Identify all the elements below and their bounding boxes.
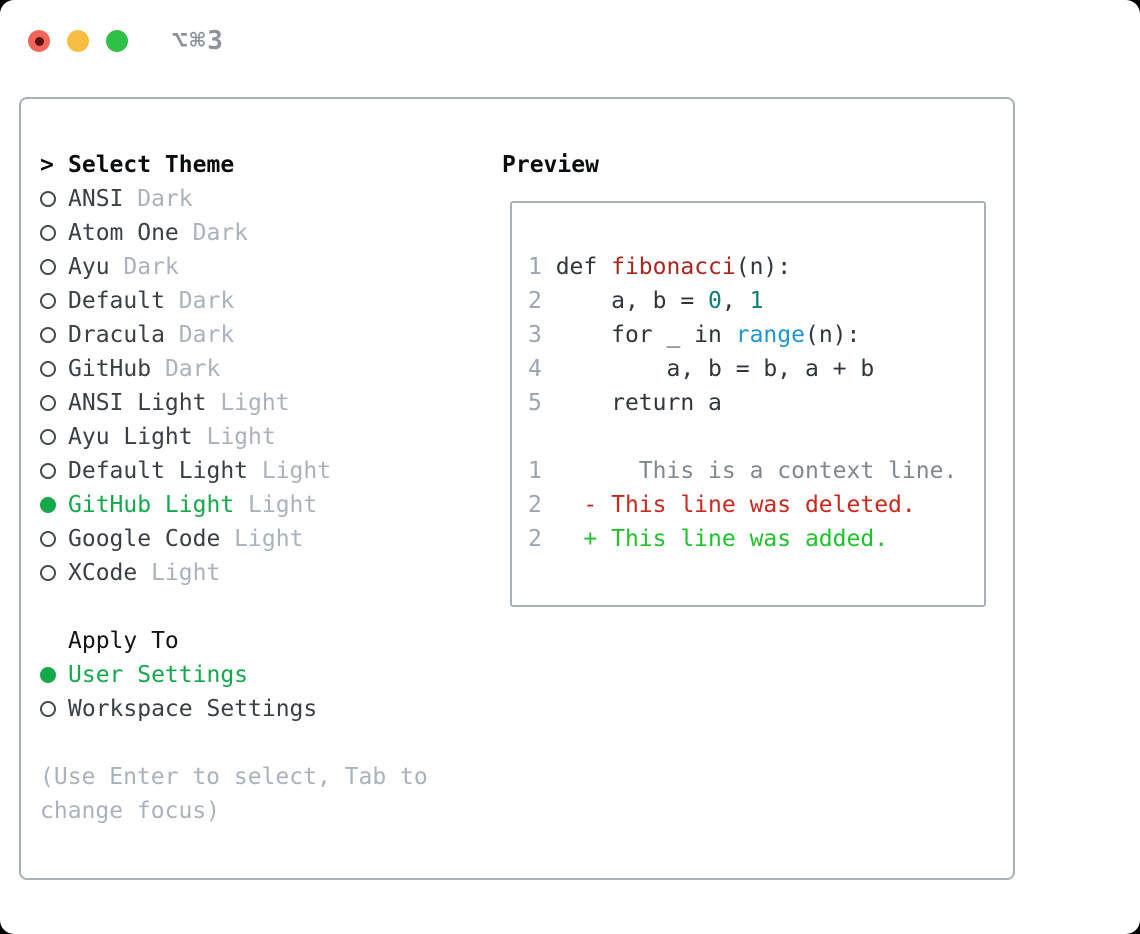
theme-option-label: XCode [68,560,138,586]
theme-option-default-light[interactable]: Default Light Light [40,454,500,488]
spacer [40,590,500,624]
radio-selected-icon [40,488,68,522]
theme-variant-label: Light [137,560,221,586]
theme-option-default[interactable]: Default Dark [40,284,500,318]
close-button-icon[interactable] [28,30,50,52]
preview-line: 3 for _ in range(n): [528,322,861,348]
theme-option-label: Default [68,288,165,314]
theme-variant-label: Light [248,458,332,484]
preview-column: Preview 1 def fibonacci(n): 2 a, b = 0, 1… [502,148,986,607]
theme-variant-label: Dark [164,322,235,348]
theme-option-label: Ayu Light [68,424,193,450]
theme-option-google-code[interactable]: Google Code Light [40,522,500,556]
theme-variant-label: Light [206,390,290,416]
apply-option-label: Workspace Settings [68,696,318,722]
theme-variant-label: Light [220,526,304,552]
cursor-caret-icon: > [40,152,54,178]
zoom-button-icon[interactable] [106,30,128,52]
keyboard-shortcut-label: ⌥⌘3 [172,26,225,56]
preview-title: Preview [502,152,599,178]
keyboard-hint-text: (Use Enter to select, Tab to change focu… [40,764,428,824]
theme-variant-label: Dark [123,186,193,212]
preview-line: 4 a, b = b, a + b [528,356,875,382]
preview-line: 1 def fibonacci(n): [528,254,792,280]
theme-option-github[interactable]: GitHub Dark [40,352,500,386]
theme-preview-box: 1 def fibonacci(n): 2 a, b = 0, 1 3 for _ … [510,201,986,607]
select-theme-header: > Select Theme [40,148,500,182]
theme-variant-label: Dark [109,254,179,280]
theme-variant-label: Light [192,424,276,450]
window-titlebar: ⌥⌘3 [28,26,225,56]
theme-option-dracula[interactable]: Dracula Dark [40,318,500,352]
theme-option-ayu-light[interactable]: Ayu Light Light [40,420,500,454]
radio-unselected-icon [40,556,68,590]
apply-option-workspace-settings[interactable]: Workspace Settings [40,692,500,726]
preview-line [528,420,984,454]
radio-unselected-icon [40,284,68,318]
theme-option-xcode[interactable]: XCode Light [40,556,500,590]
radio-unselected-icon [40,692,68,726]
theme-option-ayu[interactable]: Ayu Dark [40,250,500,284]
theme-variant-label: Dark [164,288,235,314]
theme-option-ansi-light[interactable]: ANSI Light Light [40,386,500,420]
preview-line: 5 return a [528,390,722,416]
radio-unselected-icon [40,386,68,420]
apply-to-title: Apply To [68,628,179,654]
radio-unselected-icon [40,250,68,284]
empty-bullet-cell [40,624,68,658]
theme-option-label: ANSI [68,186,124,212]
theme-option-label: Google Code [68,526,221,552]
spacer [40,726,500,760]
radio-unselected-icon [40,182,68,216]
preview-line: 2 + This line was added. [528,526,889,552]
minimize-button-icon[interactable] [67,30,89,52]
radio-unselected-icon [40,352,68,386]
theme-option-github-light[interactable]: GitHub Light Light [40,488,500,522]
theme-variant-label: Light [234,492,318,518]
theme-option-label: GitHub [68,356,152,382]
theme-option-label: Ayu [68,254,110,280]
theme-option-label: Atom One [68,220,179,246]
apply-option-user-settings[interactable]: User Settings [40,658,500,692]
radio-unselected-icon [40,454,68,488]
theme-variant-label: Dark [151,356,221,382]
radio-unselected-icon [40,522,68,556]
theme-variant-label: Dark [178,220,249,246]
select-theme-title: Select Theme [68,152,235,178]
apply-to-header: Apply To [40,624,500,658]
radio-unselected-icon [40,216,68,250]
radio-selected-icon [40,658,68,692]
theme-option-label: Default Light [68,458,249,484]
theme-option-label: GitHub Light [68,492,235,518]
preview-line: 2 a, b = 0, 1 [528,288,764,314]
theme-option-label: ANSI Light [68,390,207,416]
radio-unselected-icon [40,318,68,352]
apply-option-label: User Settings [68,662,249,688]
theme-option-atom-one[interactable]: Atom One Dark [40,216,500,250]
theme-option-ansi[interactable]: ANSI Dark [40,182,500,216]
preview-line: 1 This is a context line. [528,458,958,484]
radio-unselected-icon [40,420,68,454]
theme-option-label: Dracula [68,322,165,348]
preview-line: 2 - This line was deleted. [528,492,916,518]
